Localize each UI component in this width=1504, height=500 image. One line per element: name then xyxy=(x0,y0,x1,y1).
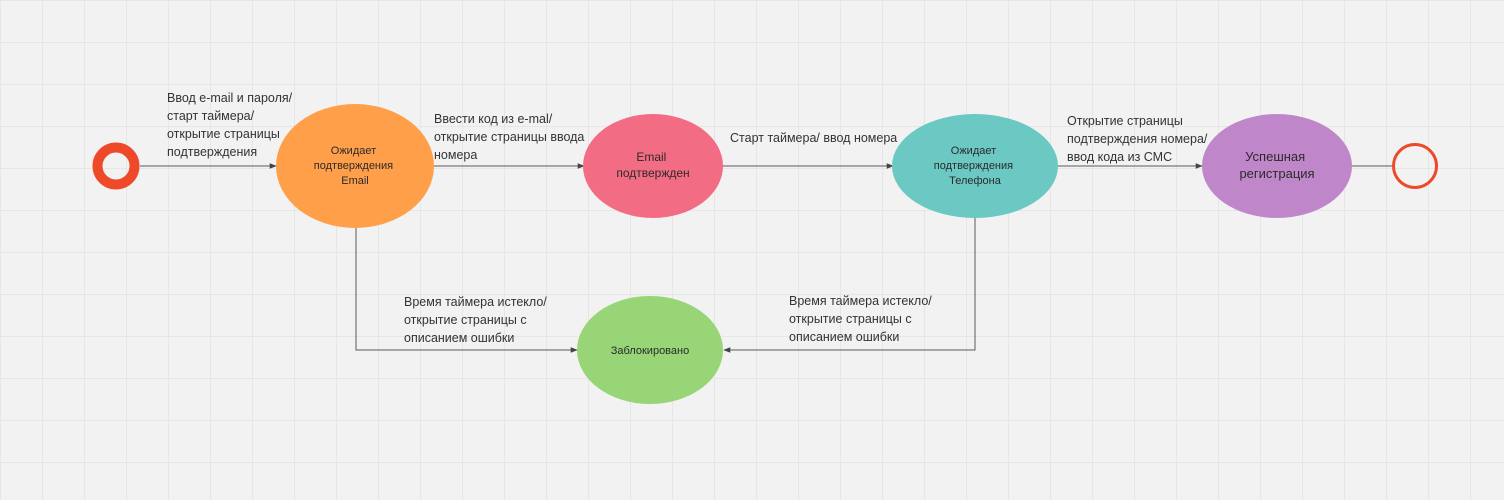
state-email-confirmed-label-line: подтвержден xyxy=(616,166,689,180)
edge-awaiting-phone-to-blocked[interactable] xyxy=(723,218,976,353)
edge-label-start-to-awaiting-email: Ввод e-mail и пароля/ старт таймера/ отк… xyxy=(167,91,296,159)
state-success-label-line: Успешная xyxy=(1245,149,1305,164)
state-success-shape xyxy=(1202,114,1352,218)
state-email-confirmed-shape xyxy=(583,114,723,218)
state-awaiting-phone-label: Ожидает подтверждения Телефона xyxy=(934,145,1016,187)
edge-label-awaiting-email-to-email-confirmed: Ввести код из e-mal/ открытие страницы в… xyxy=(434,112,588,162)
state-email-confirmed-label: Email подтвержден xyxy=(616,150,689,180)
edge-label-line: Ввести код из e-mal/ xyxy=(434,112,553,126)
edge-label-line: описанием ошибки xyxy=(789,330,899,344)
state-blocked-label-line: Заблокировано xyxy=(611,345,689,357)
state-blocked-shape xyxy=(577,296,723,404)
edge-label-line: описанием ошибки xyxy=(404,331,514,345)
edge-label-line: ввод кода из СМС xyxy=(1067,150,1172,164)
edge-label-line: подтверждения xyxy=(167,145,257,159)
end-terminal[interactable] xyxy=(1392,143,1438,189)
edge-label-line: старт таймера/ xyxy=(167,109,255,123)
edge-label-awaiting-phone-to-success: Открытие страницы подтверждения номера/ … xyxy=(1067,114,1211,164)
edge-label-line: открытие страницы xyxy=(167,127,280,141)
state-email-confirmed[interactable]: Email подтвержден xyxy=(583,114,723,218)
state-awaiting-email-label-line: подтверждения xyxy=(314,160,393,172)
state-awaiting-phone-shape xyxy=(892,114,1058,218)
state-awaiting-phone-label-line: Ожидает xyxy=(951,145,996,157)
state-awaiting-phone-label-line: Телефона xyxy=(949,175,1002,187)
edge-label-email-confirmed-to-awaiting-phone: Старт таймера/ ввод номера xyxy=(730,131,897,145)
edge-label-line: номера xyxy=(434,148,477,162)
edge-label-line: Старт таймера/ ввод номера xyxy=(730,131,897,145)
state-awaiting-phone-label-line: подтверждения xyxy=(934,160,1013,172)
edge-label-line: Время таймера истекло/ xyxy=(404,295,547,309)
edge-label-line: открытие страницы с xyxy=(404,313,527,327)
edge-awaiting-email-to-blocked[interactable] xyxy=(355,228,578,353)
state-awaiting-email[interactable]: Ожидает подтверждения Email xyxy=(276,104,434,228)
state-blocked-label: Заблокировано xyxy=(611,345,689,357)
edge-label-line: Открытие страницы xyxy=(1067,114,1183,128)
state-awaiting-email-label-line: Email xyxy=(341,175,369,187)
state-success-label: Успешная регистрация xyxy=(1239,149,1314,181)
edge-label-line: Время таймера истекло/ xyxy=(789,294,932,308)
state-blocked[interactable]: Заблокировано xyxy=(577,296,723,404)
state-success-label-line: регистрация xyxy=(1239,166,1314,181)
edge-label-awaiting-email-to-blocked: Время таймера истекло/ открытие страницы… xyxy=(404,295,550,345)
edge-label-line: Ввод e-mail и пароля/ xyxy=(167,91,293,105)
state-awaiting-email-label: Ожидает подтверждения Email xyxy=(314,145,396,187)
state-awaiting-email-label-line: Ожидает xyxy=(331,145,376,157)
edge-label-line: открытие страницы ввода xyxy=(434,130,584,144)
state-email-confirmed-label-line: Email xyxy=(636,150,666,164)
state-awaiting-phone[interactable]: Ожидает подтверждения Телефона xyxy=(892,114,1058,218)
start-terminal[interactable] xyxy=(92,142,140,190)
edge-label-awaiting-phone-to-blocked: Время таймера истекло/ открытие страницы… xyxy=(789,294,935,344)
state-success[interactable]: Успешная регистрация xyxy=(1202,114,1352,218)
state-awaiting-email-shape xyxy=(276,104,434,228)
edge-label-line: открытие страницы с xyxy=(789,312,912,326)
edge-label-line: подтверждения номера/ xyxy=(1067,132,1208,146)
